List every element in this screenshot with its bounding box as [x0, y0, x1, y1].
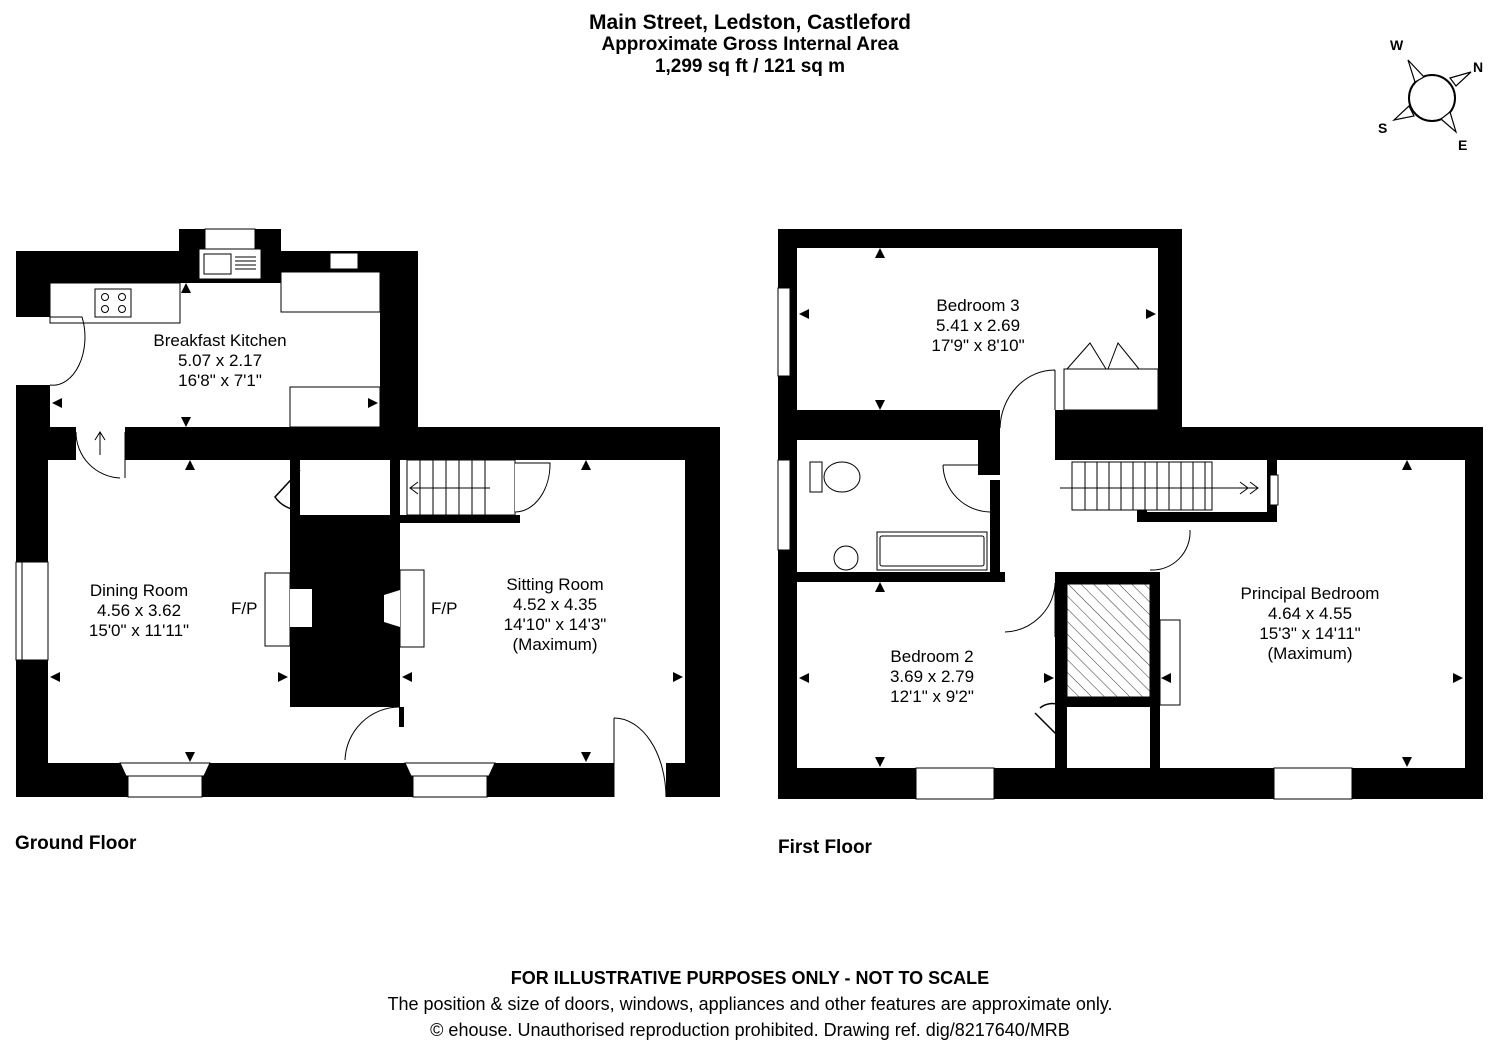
disclaimer-heading: FOR ILLUSTRATIVE PURPOSES ONLY - NOT TO …	[510, 968, 990, 988]
compass-east-label: E	[1458, 137, 1467, 153]
compass-icon: W N S E	[1378, 37, 1483, 153]
room-imperial-sitting-room: 14'10" x 14'3"	[504, 615, 607, 634]
room-name-bedroom-3: Bedroom 3	[936, 296, 1019, 315]
area-subtitle: Approximate Gross Internal Area	[601, 34, 899, 55]
plan-header: Main Street, Ledston, Castleford Approxi…	[0, 12, 1500, 78]
room-metric-bedroom-2: 3.69 x 2.79	[890, 667, 974, 686]
area-value: 1,299 sq ft / 121 sq m	[654, 56, 846, 77]
disclaimer: FOR ILLUSTRATIVE PURPOSES ONLY - NOT TO …	[0, 965, 1500, 1043]
fireplace-label-sitting: F/P	[431, 599, 457, 618]
disclaimer-copyright: © ehouse. Unauthorised reproduction proh…	[430, 1020, 1070, 1040]
compass-north-label: N	[1473, 59, 1483, 75]
room-name-dining-room: Dining Room	[90, 581, 188, 600]
first-floor-plan	[777, 229, 1483, 800]
room-note-principal-bedroom: (Maximum)	[1268, 644, 1353, 663]
first-floor-label: First Floor	[778, 837, 872, 858]
compass-west-label: W	[1390, 37, 1404, 53]
fireplace-label-dining: F/P	[231, 599, 257, 618]
room-name-breakfast-kitchen: Breakfast Kitchen	[153, 331, 286, 350]
compass-south-label: S	[1378, 120, 1387, 136]
ground-measure-arrows	[50, 283, 683, 762]
room-imperial-dining-room: 15'0" x 11'11"	[89, 621, 189, 640]
room-name-principal-bedroom: Principal Bedroom	[1241, 584, 1380, 603]
room-imperial-breakfast-kitchen: 16'8" x 7'1"	[178, 371, 262, 390]
room-imperial-bedroom-2: 12'1" x 9'2"	[890, 687, 974, 706]
room-note-sitting-room: (Maximum)	[513, 635, 598, 654]
room-metric-bedroom-3: 5.41 x 2.69	[936, 316, 1020, 335]
room-metric-sitting-room: 4.52 x 4.35	[513, 595, 597, 614]
room-imperial-bedroom-3: 17'9" x 8'10"	[931, 336, 1024, 355]
ground-floor-label: Ground Floor	[15, 833, 137, 854]
room-name-sitting-room: Sitting Room	[506, 575, 603, 594]
property-title: Main Street, Ledston, Castleford	[588, 11, 912, 34]
ground-floor-plan	[15, 228, 720, 798]
room-imperial-principal-bedroom: 15'3" x 14'11"	[1259, 624, 1360, 643]
disclaimer-approximate: The position & size of doors, windows, a…	[387, 994, 1113, 1014]
first-measure-arrows	[799, 248, 1463, 767]
room-metric-breakfast-kitchen: 5.07 x 2.17	[178, 351, 262, 370]
room-metric-principal-bedroom: 4.64 x 4.55	[1268, 604, 1352, 623]
room-name-bedroom-2: Bedroom 2	[890, 647, 973, 666]
room-metric-dining-room: 4.56 x 3.62	[97, 601, 181, 620]
